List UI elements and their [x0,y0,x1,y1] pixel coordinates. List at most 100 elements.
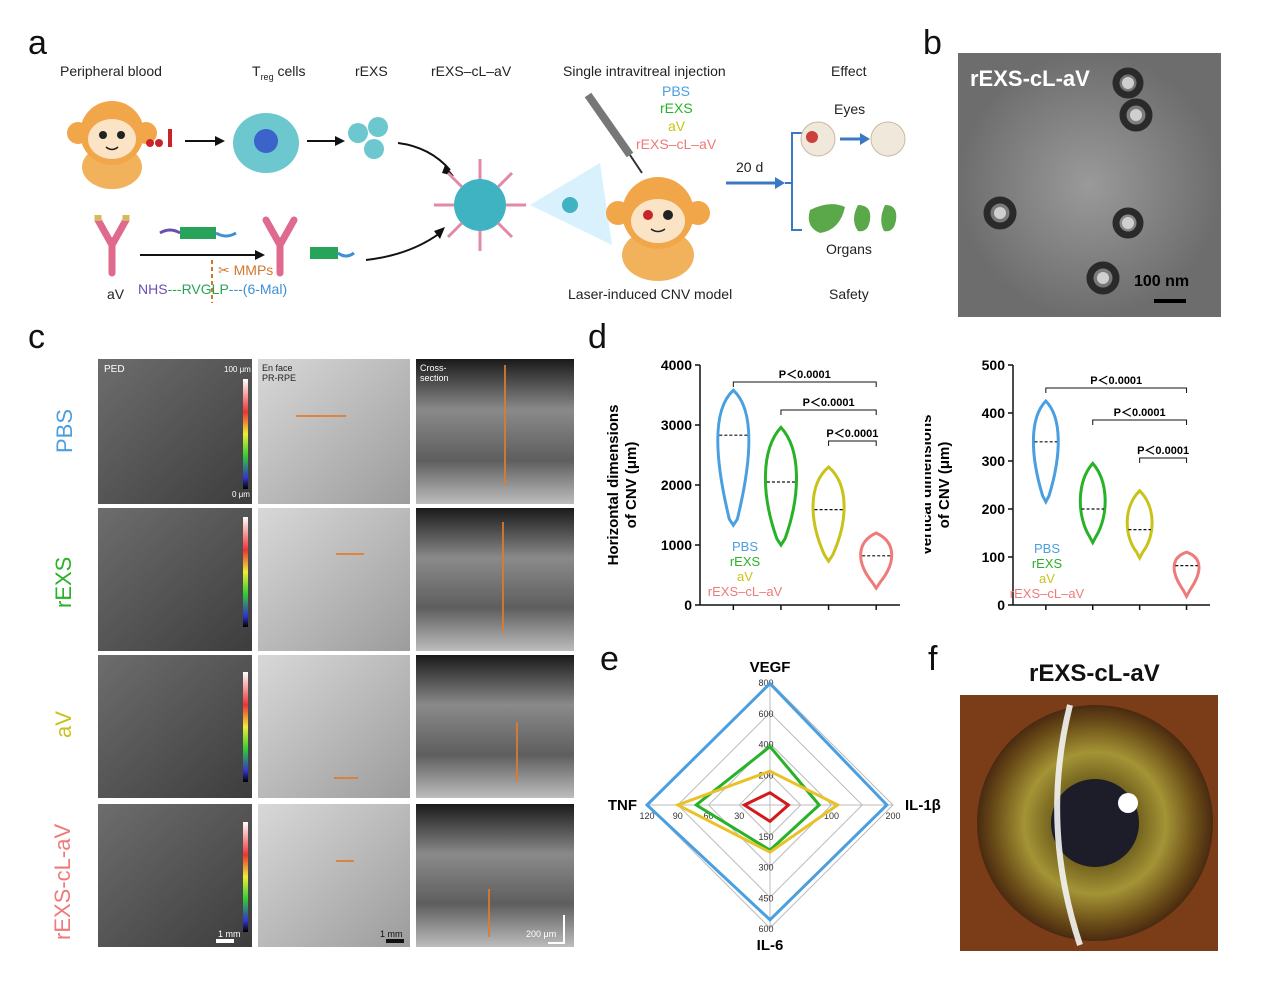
y-tick-label: 300 [982,453,1006,469]
antibody-icon [94,216,130,277]
radar-tick-label: 150 [758,832,773,842]
row-label-rexs: rEXS [51,556,76,608]
radar-series-3 [741,790,791,824]
header-rexs-cl-av: rEXS–cL–aV [431,63,512,79]
panel-label-e: e [600,640,619,678]
p-value-label: P＜0.0001 [803,397,855,409]
header-injection: Single intravitreal injection [563,63,726,79]
significance-bracket [780,409,877,415]
radar-tick-label: 200 [758,770,773,780]
radar-tick-label: 60 [703,811,713,821]
group-rexs-cl-av: rEXS–cL–aV [636,136,717,152]
legend-entry: PBS [1034,541,1060,556]
linker-sequence: NHS---RVGLP---(6-Mal) [138,281,288,297]
organs-label: Organs [826,241,872,257]
monkey-icon [67,101,157,189]
legend-entry: rEXS [1032,556,1063,571]
eye-photo-title: rEXS-cL-aV [1029,660,1160,687]
violin-2 [1125,488,1154,562]
row-label-av: aV [51,711,76,738]
y-tick-label: 500 [982,357,1006,373]
oct-row-rexs-cl-av [98,804,574,947]
radar-tick-label: 800 [758,678,773,688]
panel-label-a: a [28,24,47,62]
p-value-label: P＜0.0001 [1137,445,1189,457]
oct-scale-1mm-b: 1 mm [380,929,403,939]
significance-bracket [828,440,877,446]
oct-scale-1mm-a: 1 mm [218,929,241,939]
radar-series-2 [674,769,841,854]
group-rexs: rEXS [660,100,693,116]
header-treg: Treg cells [252,63,306,82]
violin-2 [811,465,846,564]
eye-icon [800,121,836,157]
violin-0 [1031,398,1060,505]
header-peripheral-blood: Peripheral blood [60,63,162,79]
syringe-icon [584,92,643,174]
safety-label: Safety [829,286,869,302]
y-tick-label: 4000 [661,357,692,373]
violin-3 [859,531,894,591]
eye-icon-healthy [870,121,906,157]
violin-1 [1078,461,1107,546]
radar-axis-vegf: VEGF [750,659,791,676]
tem-title: rEXS-cL-aV [970,66,1090,91]
violin-0 [716,388,751,528]
significance-bracket [1092,419,1188,425]
radar-series-1 [693,744,822,852]
linker-icon [159,227,237,239]
duration-label: 20 d [736,159,764,175]
y-tick-label: 100 [982,549,1006,565]
y-tick-label: 0 [684,597,692,613]
oct-scale-top: 100 μm [224,365,251,374]
panel-label-c: c [28,318,45,356]
panel-label-b: b [923,24,942,62]
significance-bracket [1045,387,1188,393]
kidney-icon [854,205,897,232]
significance-bracket [732,381,877,387]
y-axis-label-2: of CNV (μm) [623,442,640,529]
radar-axis-tnf: TNF [608,797,637,814]
radar-tick-label: 100 [824,811,839,821]
header-rexs: rEXS [355,63,388,79]
oct-row-av [98,655,574,798]
legend-entry: aV [737,569,753,584]
radar-chart: 200 400 600 800 100 200 150 300 450 600 30 60 90 120 V… [608,659,941,954]
group-av: aV [668,118,686,134]
oct-row-pbs [98,359,574,504]
y-axis-label: Vertical dimensions [925,415,935,556]
p-value-label: P＜0.0001 [1114,407,1166,419]
panel-label-d: d [588,318,607,356]
radar-tick-label: 400 [758,740,773,750]
treg-cell-icon [233,113,299,173]
eyes-label: Eyes [834,101,866,117]
radar-tick-label: 120 [639,811,654,821]
monkey-icon-2 [606,177,710,281]
oct-grid [98,359,574,947]
exosome-icon [348,117,388,159]
radar-tick-label: 90 [673,811,683,821]
y-tick-label: 3000 [661,417,692,433]
radar-tick-label: 200 [885,811,900,821]
legend-entry: rEXS [730,554,761,569]
eye-photo [960,695,1218,951]
y-tick-label: 0 [997,597,1005,613]
tem-image [958,53,1221,317]
y-axis-label: Horizontal dimensions [605,405,622,566]
panel-a: Peripheral blood Treg cells rEXS rEXS–cL… [40,55,920,315]
radar-series-0 [644,681,889,922]
radar-tick-label: 600 [758,924,773,934]
radar-tick-label: 600 [758,709,773,719]
radar-tick-label: 30 [734,811,744,821]
tem-scale: 100 nm [1134,273,1190,290]
significance-bracket [1139,457,1188,463]
mmps-label: ✂ MMPs [218,262,274,278]
radar-tick-label: 450 [758,893,773,903]
oct-ped-label: PED [104,364,125,375]
radar-axis-il6: IL-6 [757,937,784,954]
av-label: aV [107,286,125,302]
p-value-label: P＜0.0001 [826,428,878,440]
radar-tick-label: 300 [758,863,773,873]
